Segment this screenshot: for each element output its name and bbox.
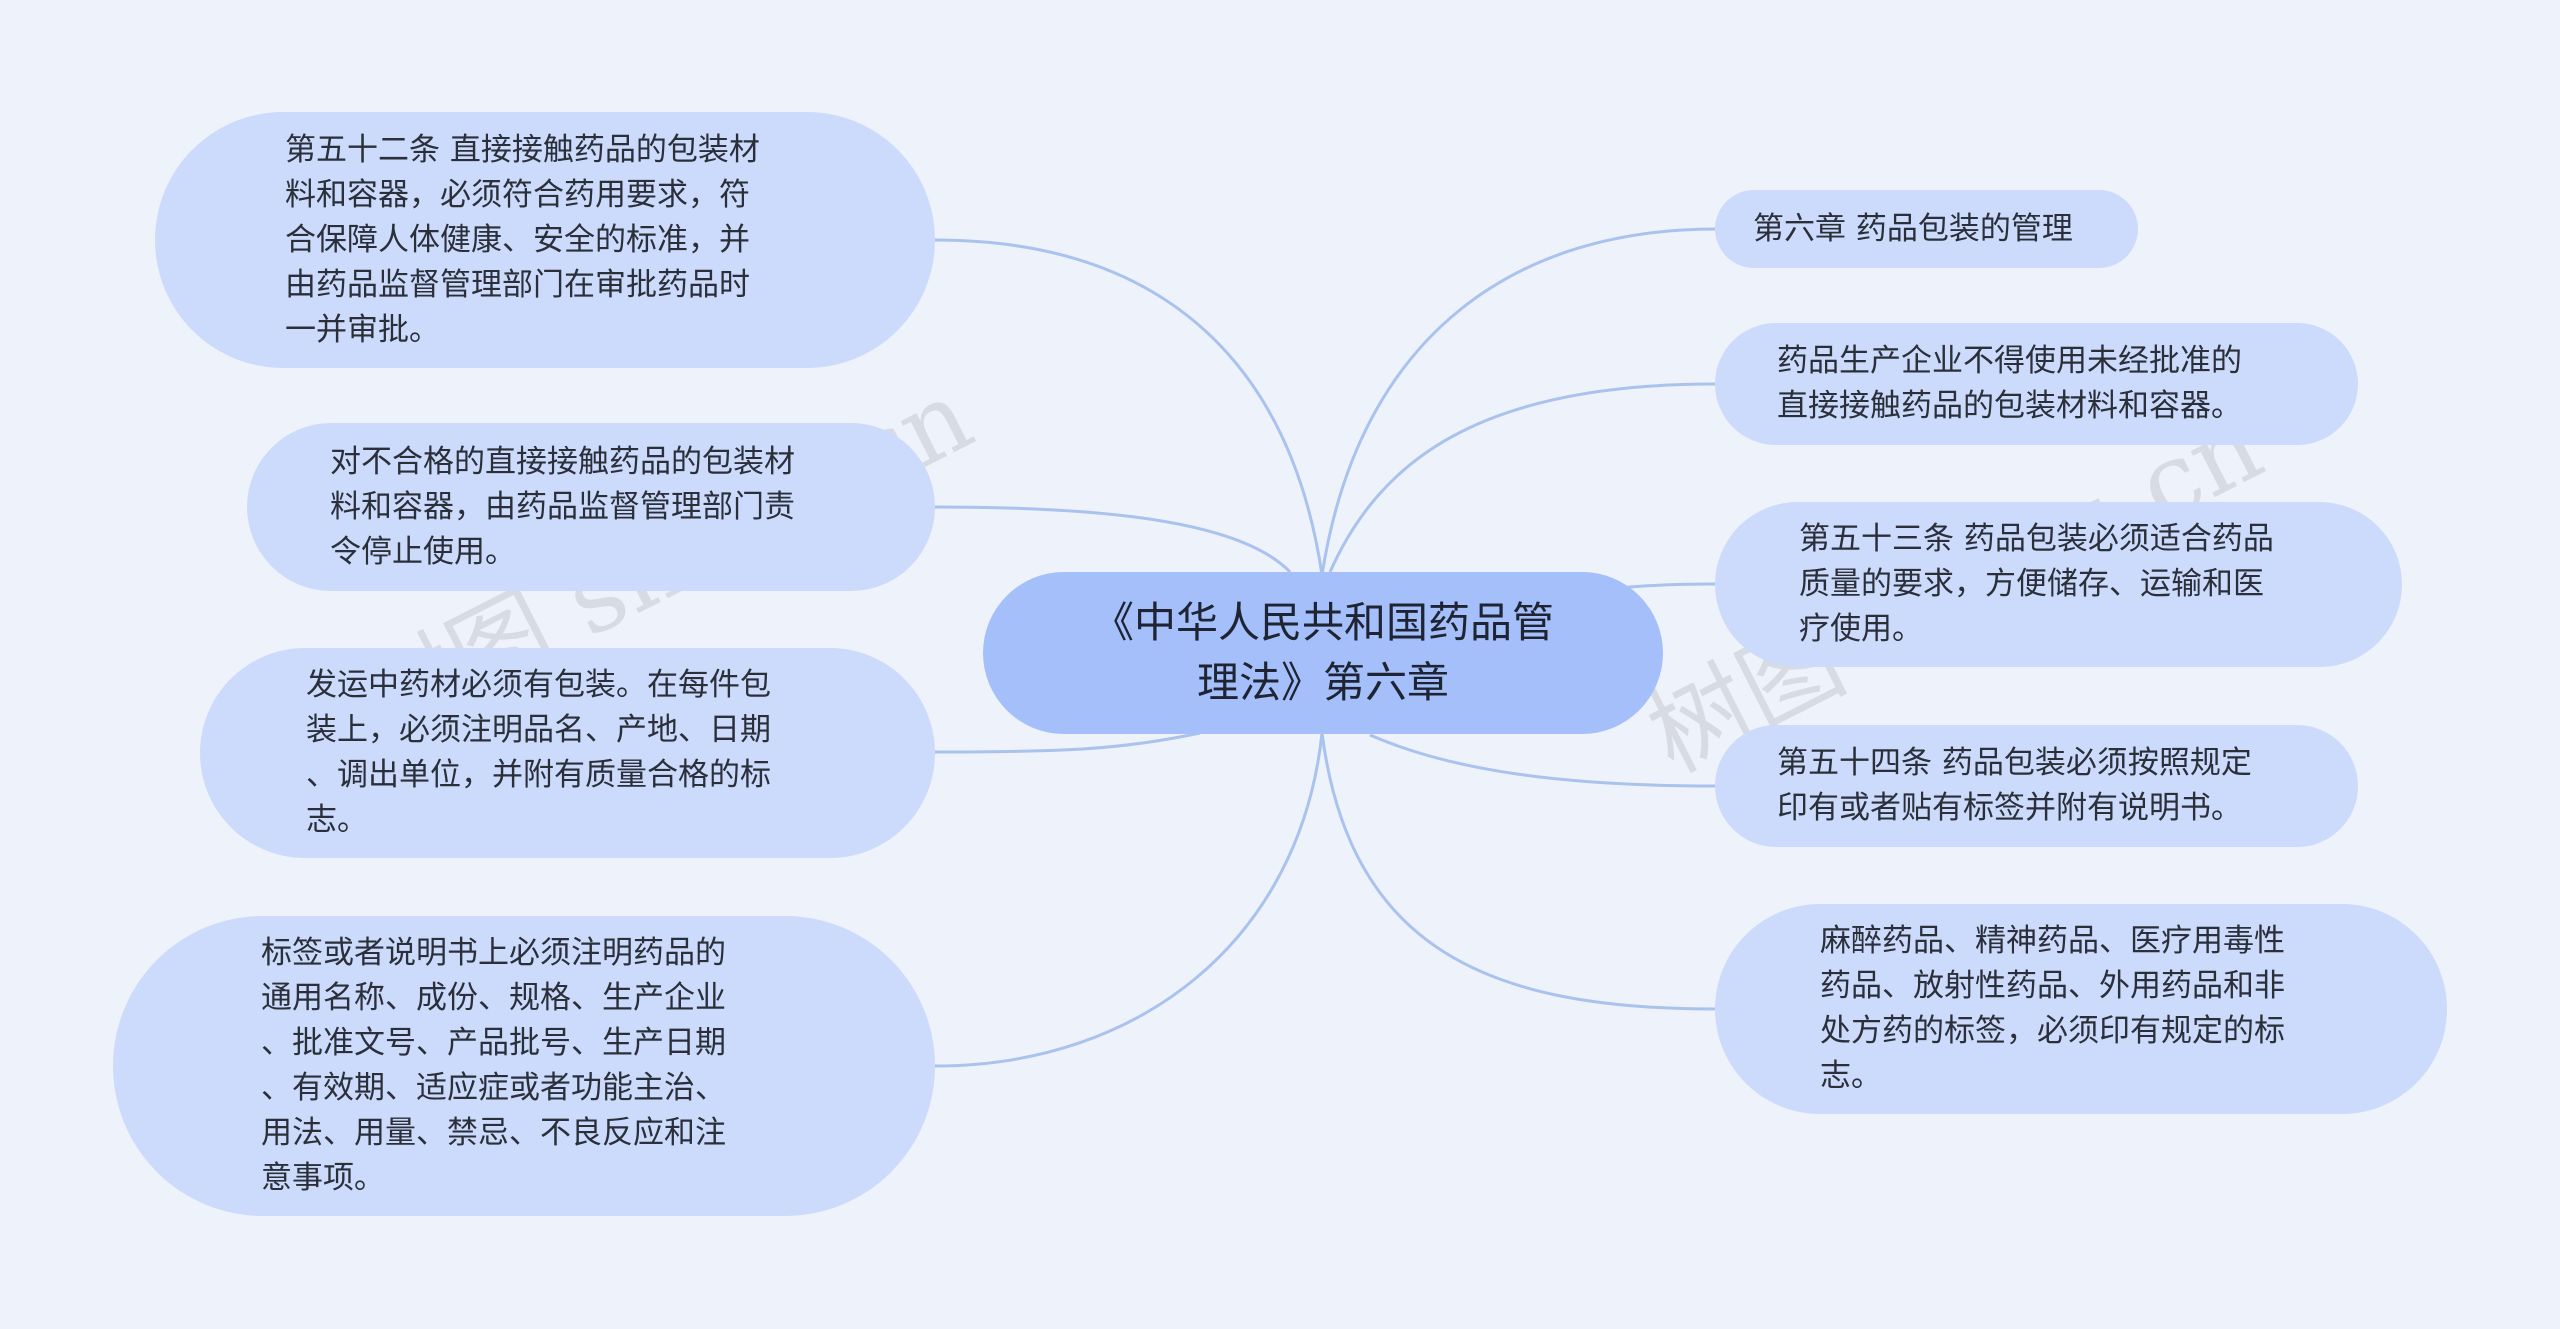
topic-label: 对不合格的直接接触药品的包装材 料和容器，由药品监督管理部门责 令停止使用。 — [330, 443, 795, 570]
left-topic-herbal-packaging[interactable]: 发运中药材必须有包装。在每件包 装上，必须注明品名、产地、日期 、调出单位，并附… — [200, 648, 935, 858]
topic-label: 第五十三条 药品包装必须适合药品 质量的要求，方便储存、运输和医 疗使用。 — [1799, 521, 2274, 647]
topic-label: 麻醉药品、精神药品、医疗用毒性 药品、放射性药品、外用药品和非 处方药的标签，必… — [1820, 923, 2285, 1094]
connector-curve — [1320, 732, 1716, 1011]
connector-curve — [1320, 227, 1716, 576]
topic-label: 第五十四条 药品包装必须按照规定 印有或者贴有标签并附有说明书。 — [1777, 745, 2252, 826]
connector-curve — [934, 731, 1201, 754]
connector-curve — [1369, 733, 1716, 788]
left-topic-label-contents[interactable]: 标签或者说明书上必须注明药品的 通用名称、成份、规格、生产企业 、批准文号、产品… — [113, 916, 935, 1216]
root-topic-label: 《中华人民共和国药品管 理法》第六章 — [1091, 598, 1554, 707]
topic-label: 药品生产企业不得使用未经批准的 直接接触药品的包装材料和容器。 — [1777, 343, 2242, 424]
right-topic-article-53[interactable]: 第五十三条 药品包装必须适合药品 质量的要求，方便储存、运输和医 疗使用。 — [1715, 502, 2402, 667]
left-topic-article-52[interactable]: 第五十二条 直接接触药品的包装材 料和容器，必须符合药用要求，符 合保障人体健康… — [155, 112, 935, 368]
connector-curve — [934, 732, 1324, 1068]
topic-label: 第六章 药品包装的管理 — [1753, 210, 2073, 247]
connector-curve — [934, 238, 1324, 576]
connector-curve — [1328, 382, 1716, 573]
topic-label: 发运中药材必须有包装。在每件包 装上，必须注明品名、产地、日期 、调出单位，并附… — [306, 667, 771, 838]
right-topic-chapter-6[interactable]: 第六章 药品包装的管理 — [1715, 190, 2138, 268]
right-topic-special-drug-labels[interactable]: 麻醉药品、精神药品、医疗用毒性 药品、放射性药品、外用药品和非 处方药的标签，必… — [1715, 904, 2447, 1114]
left-topic-unqualified-packaging[interactable]: 对不合格的直接接触药品的包装材 料和容器，由药品监督管理部门责 令停止使用。 — [247, 423, 935, 591]
right-topic-unapproved-materials[interactable]: 药品生产企业不得使用未经批准的 直接接触药品的包装材料和容器。 — [1715, 323, 2358, 445]
connector-curve — [934, 505, 1292, 574]
topic-label: 第五十二条 直接接触药品的包装材 料和容器，必须符合药用要求，符 合保障人体健康… — [285, 131, 760, 348]
topic-label: 标签或者说明书上必须注明药品的 通用名称、成份、规格、生产企业 、批准文号、产品… — [261, 935, 726, 1196]
right-topic-article-54[interactable]: 第五十四条 药品包装必须按照规定 印有或者贴有标签并附有说明书。 — [1715, 725, 2358, 847]
root-topic[interactable]: 《中华人民共和国药品管 理法》第六章 — [983, 572, 1663, 734]
